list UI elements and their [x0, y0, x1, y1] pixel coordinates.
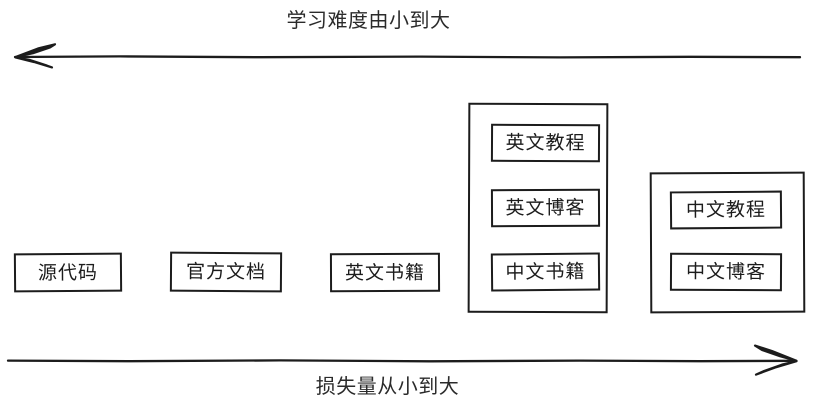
node-label: 官方文档 [185, 260, 267, 284]
node-chinese-books[interactable]: 中文书籍 [490, 252, 601, 292]
node-chinese-tutorial[interactable]: 中文教程 [669, 190, 783, 230]
bottom-axis-label: 损失量从小到大 [315, 374, 460, 398]
node-english-books[interactable]: 英文书籍 [329, 252, 441, 293]
node-label: 英文博客 [505, 196, 586, 220]
node-label: 中文教程 [685, 198, 767, 222]
node-english-blog[interactable]: 英文博客 [490, 188, 601, 228]
node-label: 源代码 [37, 261, 99, 284]
node-label: 英文教程 [505, 131, 586, 155]
arrow-left-icon [13, 43, 802, 69]
node-label: 中文书籍 [505, 260, 586, 284]
node-official-docs[interactable]: 官方文档 [169, 251, 283, 293]
node-source-code[interactable]: 源代码 [13, 252, 123, 293]
arrow-right-icon [6, 344, 798, 376]
node-english-tutorial[interactable]: 英文教程 [490, 123, 601, 163]
node-label: 中文博客 [685, 260, 767, 284]
node-label: 英文书籍 [344, 261, 426, 284]
top-axis-label: 学习难度由小到大 [286, 8, 451, 32]
node-chinese-blog[interactable]: 中文博客 [669, 252, 783, 292]
